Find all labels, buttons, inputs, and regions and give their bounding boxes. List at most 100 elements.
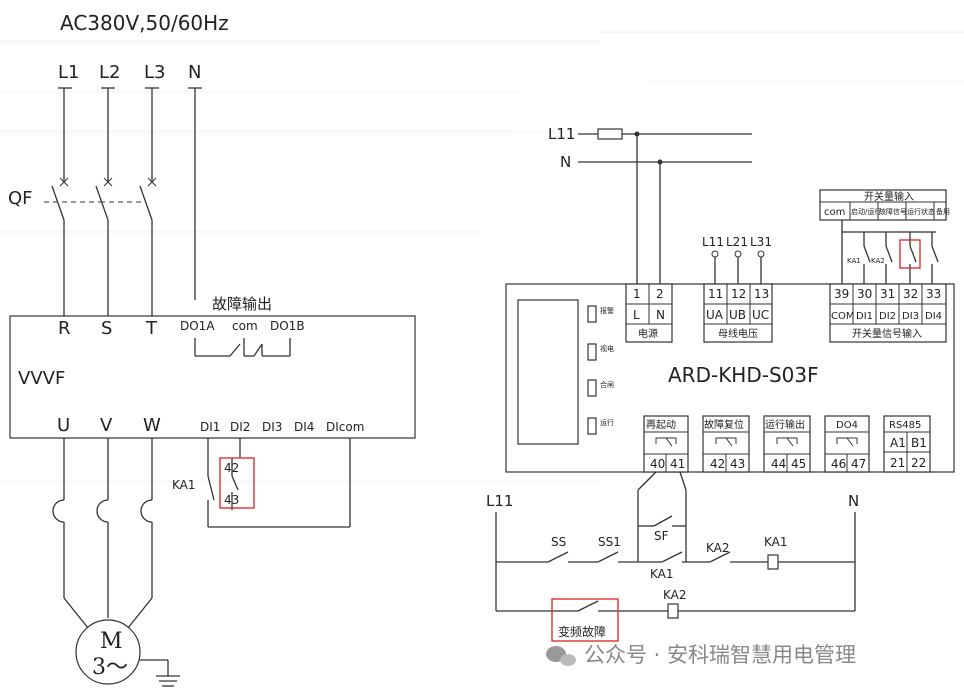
switch-term-num-31: 31 — [880, 287, 895, 301]
switch-term-di3: DI3 — [902, 311, 919, 322]
indicator-power — [587, 343, 597, 361]
motor-symbol — [75, 619, 141, 685]
bus-input-l11: L11 — [702, 235, 724, 249]
switch-input-header — [819, 189, 947, 221]
feed-n-label: N — [560, 153, 571, 171]
rs485-term-22: 22 — [911, 456, 926, 470]
watermark-text: 公众号 · 安科瑞智慧用电管理 — [584, 643, 856, 667]
control-ka1-contact-label: KA1 — [650, 567, 674, 581]
power-term-num-2: 2 — [656, 287, 664, 301]
out-reset-label: 故障复位 — [704, 418, 744, 431]
indicator-run-label: 运行 — [600, 418, 614, 427]
motor-wiring — [52, 438, 180, 687]
out-restart-label: 再起动 — [646, 419, 676, 431]
fault-highlight-box — [551, 598, 619, 642]
phase-l1-label: L1 — [58, 62, 79, 83]
rs485-term-a1: A1 — [890, 436, 906, 450]
vvvf-output-u: U — [57, 415, 70, 436]
power-term-n: N — [656, 308, 665, 322]
switch-term-com: COM — [831, 311, 854, 322]
switch-input-label: 开关量信号输入 — [852, 327, 922, 340]
di-term-2: DI2 — [230, 420, 250, 434]
bus-term-ua: UA — [706, 308, 724, 322]
indicator-alarm-label: 报警 — [600, 306, 614, 315]
fault-term-com: com — [232, 319, 258, 333]
switch-input-title: 开关量输入 — [864, 190, 914, 203]
rs485-label: RS485 — [889, 420, 921, 431]
out-run-term-44: 44 — [771, 457, 786, 471]
vvvf-input-s: S — [101, 318, 112, 339]
switch-term-num-32: 32 — [903, 287, 918, 301]
switch-input-com: com — [824, 207, 845, 218]
vvvf-box — [9, 315, 416, 439]
bus-term-uc: UC — [752, 308, 769, 322]
wechat-icon — [546, 646, 576, 666]
control-fault-label: 变频故障 — [558, 624, 606, 639]
ard-display — [517, 299, 579, 445]
di3-highlight-box — [899, 239, 921, 269]
switch-input-sub-4: 备用 — [936, 207, 950, 216]
bus-term-num-13: 13 — [754, 287, 769, 301]
vvvf-name: VVVF — [18, 368, 65, 389]
background-texture — [0, 30, 964, 483]
motor-label: M — [100, 629, 123, 654]
control-right-label: N — [848, 492, 859, 510]
phase-l2-label: L2 — [99, 62, 120, 83]
ard-model: ARD-KHD-S03F — [668, 363, 819, 387]
switch-term-di2: DI2 — [879, 311, 896, 322]
feed-lines — [578, 128, 752, 284]
out-do4-term-46: 46 — [831, 457, 846, 471]
switch-input-sub-2: 故障信号 — [879, 207, 907, 216]
control-circuit — [495, 471, 856, 619]
fault-term-do1b: DO1B — [270, 319, 305, 333]
out-run-term-45: 45 — [791, 457, 806, 471]
out-run-label: 运行输出 — [765, 418, 805, 431]
di-term-3: DI3 — [262, 420, 282, 434]
bus-term-num-12: 12 — [731, 287, 746, 301]
fault-term-do1a: DO1A — [180, 319, 215, 333]
relay-term-43: 43 — [224, 493, 239, 507]
bus-input-l31: L31 — [750, 235, 772, 249]
supply-title: AC380V,50/60Hz — [60, 11, 229, 35]
out-do4-label: DO4 — [836, 420, 858, 431]
phase-n-label: N — [188, 62, 201, 83]
out-restart-term-41: 41 — [670, 457, 685, 471]
switch-term-num-30: 30 — [857, 287, 872, 301]
supply-wires — [58, 87, 202, 300]
bus-term-ub: UB — [729, 308, 746, 322]
bus-terminal-block — [703, 250, 773, 343]
feed-l11-label: L11 — [548, 125, 575, 143]
out-reset-term-42: 42 — [710, 457, 725, 471]
di-term-1: DI1 — [200, 420, 220, 434]
switch-input-terminal-block — [829, 283, 947, 343]
switch-input-sub-1: 启动/运行 — [851, 207, 881, 216]
vvvf-output-w: W — [143, 415, 161, 436]
output-terminal-blocks — [643, 415, 931, 473]
vvvf-input-t: T — [145, 318, 158, 339]
rs485-term-21: 21 — [890, 456, 905, 470]
indicator-alarm — [587, 305, 597, 323]
bus-term-num-11: 11 — [708, 287, 723, 301]
switch-term-num-39: 39 — [834, 287, 849, 301]
di-relay-label: KA1 — [172, 478, 196, 492]
switch-relay-ka2: KA2 — [871, 257, 885, 265]
switch-term-di4: DI4 — [925, 311, 942, 322]
power-terminal-block — [625, 283, 673, 343]
indicator-power-label: 视电 — [600, 344, 614, 353]
breaker-qf-symbol — [44, 177, 157, 316]
indicator-run — [587, 417, 597, 435]
motor-phase: 3～ — [92, 655, 128, 680]
control-sf-label: SF — [654, 529, 669, 543]
switch-input-sub-3: 运行状态 — [907, 207, 935, 216]
control-ka1-coil-label: KA1 — [764, 535, 788, 549]
power-term-l: L — [633, 308, 640, 322]
relay-highlight-box — [219, 457, 255, 509]
di-wiring — [207, 438, 351, 528]
control-left-label: L11 — [486, 492, 513, 510]
indicator-column — [587, 305, 597, 435]
rs485-term-b1: B1 — [911, 436, 927, 450]
relay-term-42: 42 — [224, 461, 239, 475]
fault-output-title: 故障输出 — [212, 295, 272, 313]
